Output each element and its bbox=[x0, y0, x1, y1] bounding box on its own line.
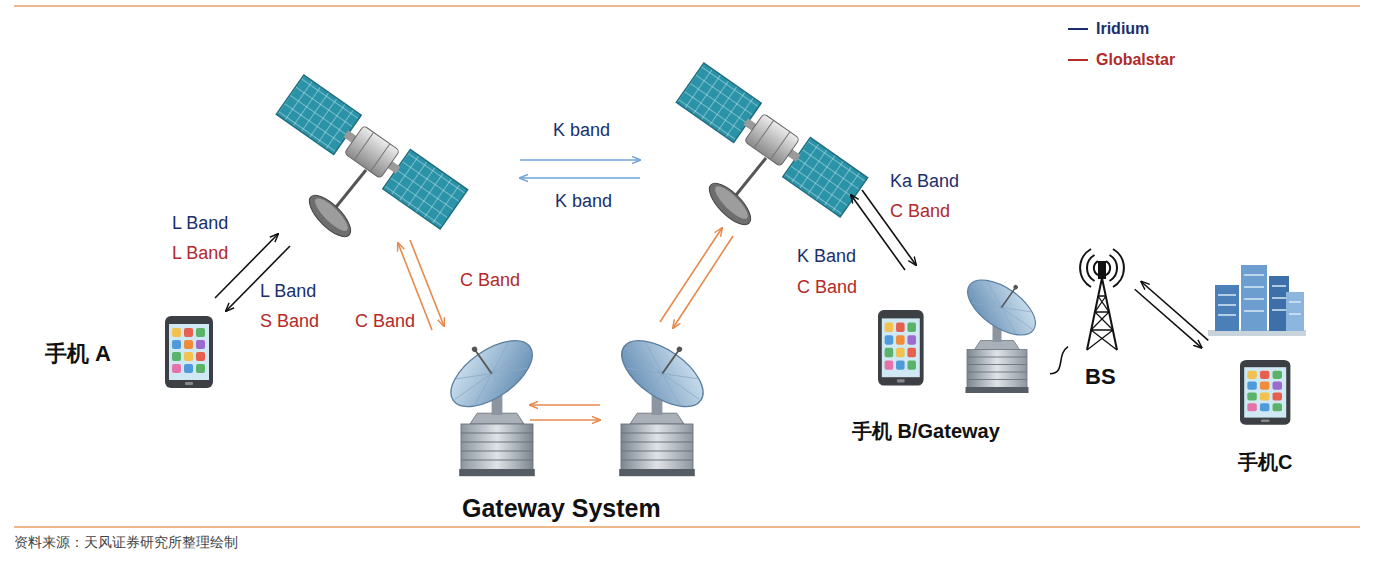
node-label: 手机 B/Gateway bbox=[852, 419, 1000, 443]
link-arrows bbox=[215, 160, 916, 420]
band-label: C Band bbox=[797, 277, 857, 299]
legend-label: Iridium bbox=[1096, 19, 1149, 38]
node-label: 手机 A bbox=[45, 341, 111, 367]
connector-line bbox=[1141, 282, 1208, 341]
buildings bbox=[1208, 265, 1306, 336]
band-label: L Band bbox=[260, 281, 316, 303]
node-label: BS bbox=[1085, 364, 1116, 390]
legend-swatch bbox=[1068, 59, 1088, 61]
rule-line bbox=[14, 526, 1360, 528]
tower-symbol-part bbox=[1087, 296, 1117, 350]
node-group: 手机 A bbox=[40, 312, 218, 392]
band-label: C Band bbox=[355, 311, 415, 333]
phone-icon bbox=[878, 310, 924, 386]
tower-symbol-part bbox=[1102, 278, 1117, 350]
node-group: Gateway System bbox=[410, 340, 752, 525]
link-arrows-part bbox=[520, 159, 640, 161]
satellite bbox=[676, 63, 867, 231]
rule-line bbox=[14, 5, 1360, 7]
buildings-part bbox=[1218, 275, 1301, 315]
link-arrows-part bbox=[226, 246, 290, 311]
node-group: 手机 B/Gateway bbox=[850, 283, 1050, 448]
node-group: BS bbox=[1068, 250, 1138, 392]
link-arrows-part bbox=[673, 236, 733, 328]
node-label: 手机C bbox=[1238, 450, 1292, 474]
legend-swatch bbox=[1068, 28, 1088, 30]
ground-dish bbox=[611, 320, 720, 476]
legend-label: Globalstar bbox=[1096, 50, 1175, 69]
band-label: C Band bbox=[460, 270, 520, 292]
phone-icon bbox=[1240, 360, 1290, 425]
buildings-part bbox=[1286, 292, 1304, 331]
tower-symbol bbox=[1080, 249, 1124, 350]
source-caption: 资料来源：天风证券研究所整理绘制 bbox=[14, 534, 238, 551]
phone-icon bbox=[165, 316, 213, 388]
link-arrows-part bbox=[530, 404, 600, 406]
tower-symbol-part bbox=[1087, 278, 1102, 350]
node-group: 手机C bbox=[1205, 262, 1305, 478]
connector-line bbox=[1135, 289, 1202, 348]
node-label: Gateway System bbox=[462, 493, 661, 523]
ground-dish bbox=[958, 263, 1049, 393]
band-label: K Band bbox=[797, 246, 856, 268]
link-arrows-part bbox=[530, 419, 600, 421]
connector-line bbox=[1050, 347, 1068, 374]
connector bbox=[1135, 282, 1209, 348]
band-label: L Band bbox=[172, 243, 228, 265]
link-arrows-part bbox=[410, 240, 444, 326]
band-label: Ka Band bbox=[890, 171, 959, 193]
link-arrows-part bbox=[520, 177, 640, 179]
band-label: C Band bbox=[890, 201, 950, 223]
satellite bbox=[276, 75, 467, 243]
buildings-part bbox=[1215, 285, 1239, 331]
connector bbox=[1050, 347, 1068, 374]
band-label: K band bbox=[555, 191, 612, 213]
ground-dish bbox=[435, 320, 544, 476]
band-label: S Band bbox=[260, 311, 319, 333]
band-label: L Band bbox=[172, 213, 228, 235]
link-arrows-part bbox=[660, 228, 722, 322]
tower-symbol-part bbox=[1080, 249, 1124, 287]
tower-symbol-part bbox=[1099, 262, 1105, 278]
band-label: K band bbox=[553, 120, 610, 142]
